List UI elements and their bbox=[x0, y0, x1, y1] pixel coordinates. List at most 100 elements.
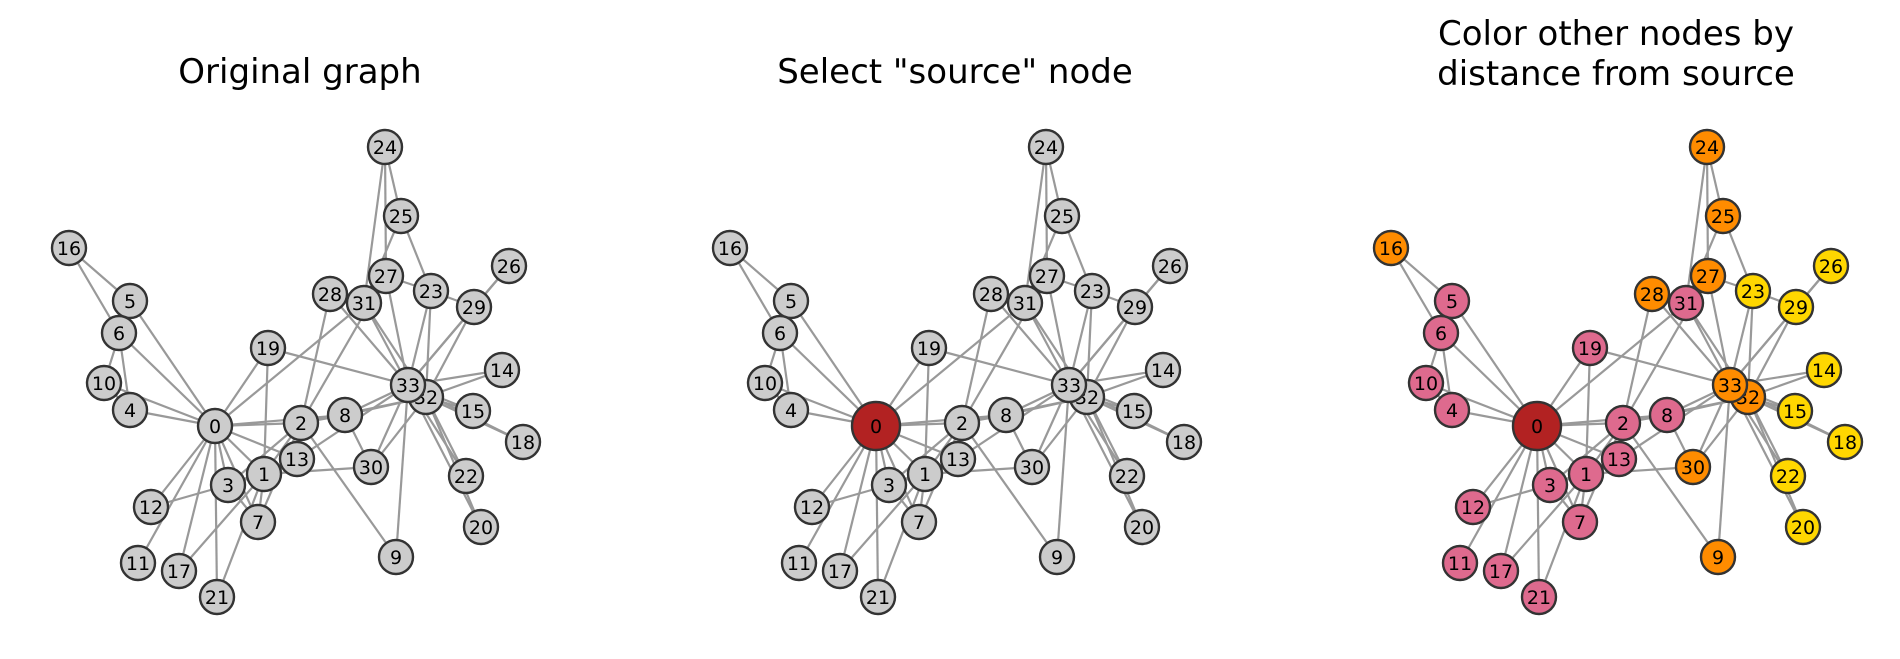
graph-node-11 bbox=[119, 544, 157, 582]
graph-node-23 bbox=[1073, 272, 1111, 310]
nodes: 0123456789101112131415161718192021222324… bbox=[711, 128, 1203, 616]
panel-title-select-source: Select "source" node bbox=[777, 52, 1133, 92]
graph-node-30 bbox=[352, 448, 390, 486]
graph-node-22 bbox=[1769, 457, 1807, 495]
graph-node-23 bbox=[412, 272, 450, 310]
graph-node-label: 24 bbox=[1034, 137, 1058, 159]
graph-node-label: 15 bbox=[461, 401, 485, 423]
graph-node-19 bbox=[1571, 329, 1609, 367]
graph-node-30 bbox=[1013, 448, 1051, 486]
edge-24-31 bbox=[1023, 146, 1048, 304]
graph-node-label: 16 bbox=[718, 238, 742, 260]
graph-node-17 bbox=[821, 552, 859, 590]
graph-node-label: 4 bbox=[785, 400, 797, 422]
graph-node-label: 6 bbox=[113, 323, 125, 345]
graph-node-label: 22 bbox=[454, 466, 478, 488]
edge-0-5 bbox=[129, 300, 216, 427]
graph-node-label: 6 bbox=[774, 323, 786, 345]
graph-node-label: 25 bbox=[1711, 206, 1735, 228]
graph-node-label: 31 bbox=[1674, 293, 1698, 315]
graph-node-label: 29 bbox=[1123, 297, 1147, 319]
graph-node-4 bbox=[772, 391, 810, 429]
graph-node-label: 29 bbox=[462, 297, 486, 319]
graph-node-22 bbox=[447, 457, 485, 495]
graph-node-label: 21 bbox=[205, 587, 229, 609]
graph-panel-original: 0123456789101112131415161718192021222324… bbox=[50, 128, 542, 616]
graph-node-2 bbox=[1604, 404, 1642, 442]
graph-node-3 bbox=[209, 466, 247, 504]
graph-node-31 bbox=[345, 284, 383, 322]
edge-20-32 bbox=[1746, 396, 1805, 528]
edge-28-33 bbox=[990, 293, 1070, 386]
graph-node-label: 10 bbox=[1414, 373, 1438, 395]
graph-node-25 bbox=[1704, 197, 1742, 235]
graph-node-1 bbox=[1567, 455, 1605, 493]
graph-node-6 bbox=[100, 314, 138, 352]
edge-0-11 bbox=[137, 425, 216, 564]
graph-node-8 bbox=[987, 396, 1025, 434]
graph-node-label: 25 bbox=[1050, 206, 1074, 228]
graph-node-16 bbox=[1372, 229, 1410, 267]
edge-28-33 bbox=[1651, 293, 1731, 386]
graph-node-label: 12 bbox=[139, 497, 163, 519]
graph-node-21 bbox=[1520, 578, 1558, 616]
graph-panel-source-selected: 0123456789101112131415161718192021222324… bbox=[711, 128, 1203, 616]
graph-node-18 bbox=[1826, 423, 1864, 461]
graph-node-33 bbox=[389, 366, 427, 404]
graph-node-29 bbox=[1777, 288, 1815, 326]
graph-node-33 bbox=[1050, 366, 1088, 404]
graph-node-label: 3 bbox=[1544, 475, 1556, 497]
graph-node-label: 20 bbox=[469, 517, 493, 539]
graph-node-label: 19 bbox=[917, 338, 941, 360]
graph-node-label: 14 bbox=[1151, 360, 1175, 382]
graph-node-22 bbox=[1108, 457, 1146, 495]
graph-node-label: 15 bbox=[1122, 401, 1146, 423]
graph-panel-distance-colored: 0123456789101112131415161718192021222324… bbox=[1372, 128, 1864, 616]
graph-node-24 bbox=[366, 128, 404, 166]
graph-node-label: 23 bbox=[419, 281, 443, 303]
graph-node-24 bbox=[1688, 128, 1726, 166]
graph-node-28 bbox=[311, 275, 349, 313]
graph-node-17 bbox=[1482, 552, 1520, 590]
graph-node-label: 3 bbox=[883, 475, 895, 497]
edge-28-33 bbox=[329, 293, 409, 386]
graph-node-label: 13 bbox=[285, 449, 309, 471]
edge-20-32 bbox=[424, 396, 483, 528]
graph-node-label: 11 bbox=[787, 553, 811, 575]
graph-node-12 bbox=[793, 488, 831, 526]
graph-node-17 bbox=[160, 552, 198, 590]
graph-node-label: 11 bbox=[1448, 553, 1472, 575]
graph-node-9 bbox=[377, 538, 415, 576]
edge-2-28 bbox=[960, 293, 993, 424]
graph-node-label: 15 bbox=[1783, 401, 1807, 423]
graph-node-label: 6 bbox=[1435, 323, 1447, 345]
graph-node-14 bbox=[1805, 351, 1843, 389]
graph-node-3 bbox=[1531, 466, 1569, 504]
graph-node-3 bbox=[870, 466, 908, 504]
graph-node-label: 12 bbox=[1461, 497, 1485, 519]
graph-node-label: 1 bbox=[919, 464, 931, 486]
graph-node-label: 20 bbox=[1130, 517, 1154, 539]
graph-node-29 bbox=[1116, 288, 1154, 326]
graph-node-label: 12 bbox=[800, 497, 824, 519]
graph-node-label: 10 bbox=[92, 373, 116, 395]
graph-node-label: 29 bbox=[1784, 297, 1808, 319]
edge-2-28 bbox=[299, 293, 332, 424]
graph-node-label: 14 bbox=[490, 360, 514, 382]
graph-node-label: 2 bbox=[1617, 413, 1629, 435]
edge-27-33 bbox=[384, 275, 410, 386]
graph-node-label: 17 bbox=[828, 561, 852, 583]
graph-node-label: 28 bbox=[318, 284, 342, 306]
edge-9-33 bbox=[394, 384, 410, 558]
graph-node-label: 8 bbox=[1000, 405, 1012, 427]
nodes: 0123456789101112131415161718192021222324… bbox=[1372, 128, 1864, 616]
graph-node-label: 22 bbox=[1776, 466, 1800, 488]
graph-node-33 bbox=[1711, 366, 1749, 404]
graph-node-label: 8 bbox=[1661, 405, 1673, 427]
graph-node-label: 28 bbox=[979, 284, 1003, 306]
graph-node-1 bbox=[245, 455, 283, 493]
graph-node-label: 17 bbox=[1489, 561, 1513, 583]
edge-0-21 bbox=[1535, 425, 1541, 598]
edge-1-21 bbox=[1537, 473, 1588, 598]
